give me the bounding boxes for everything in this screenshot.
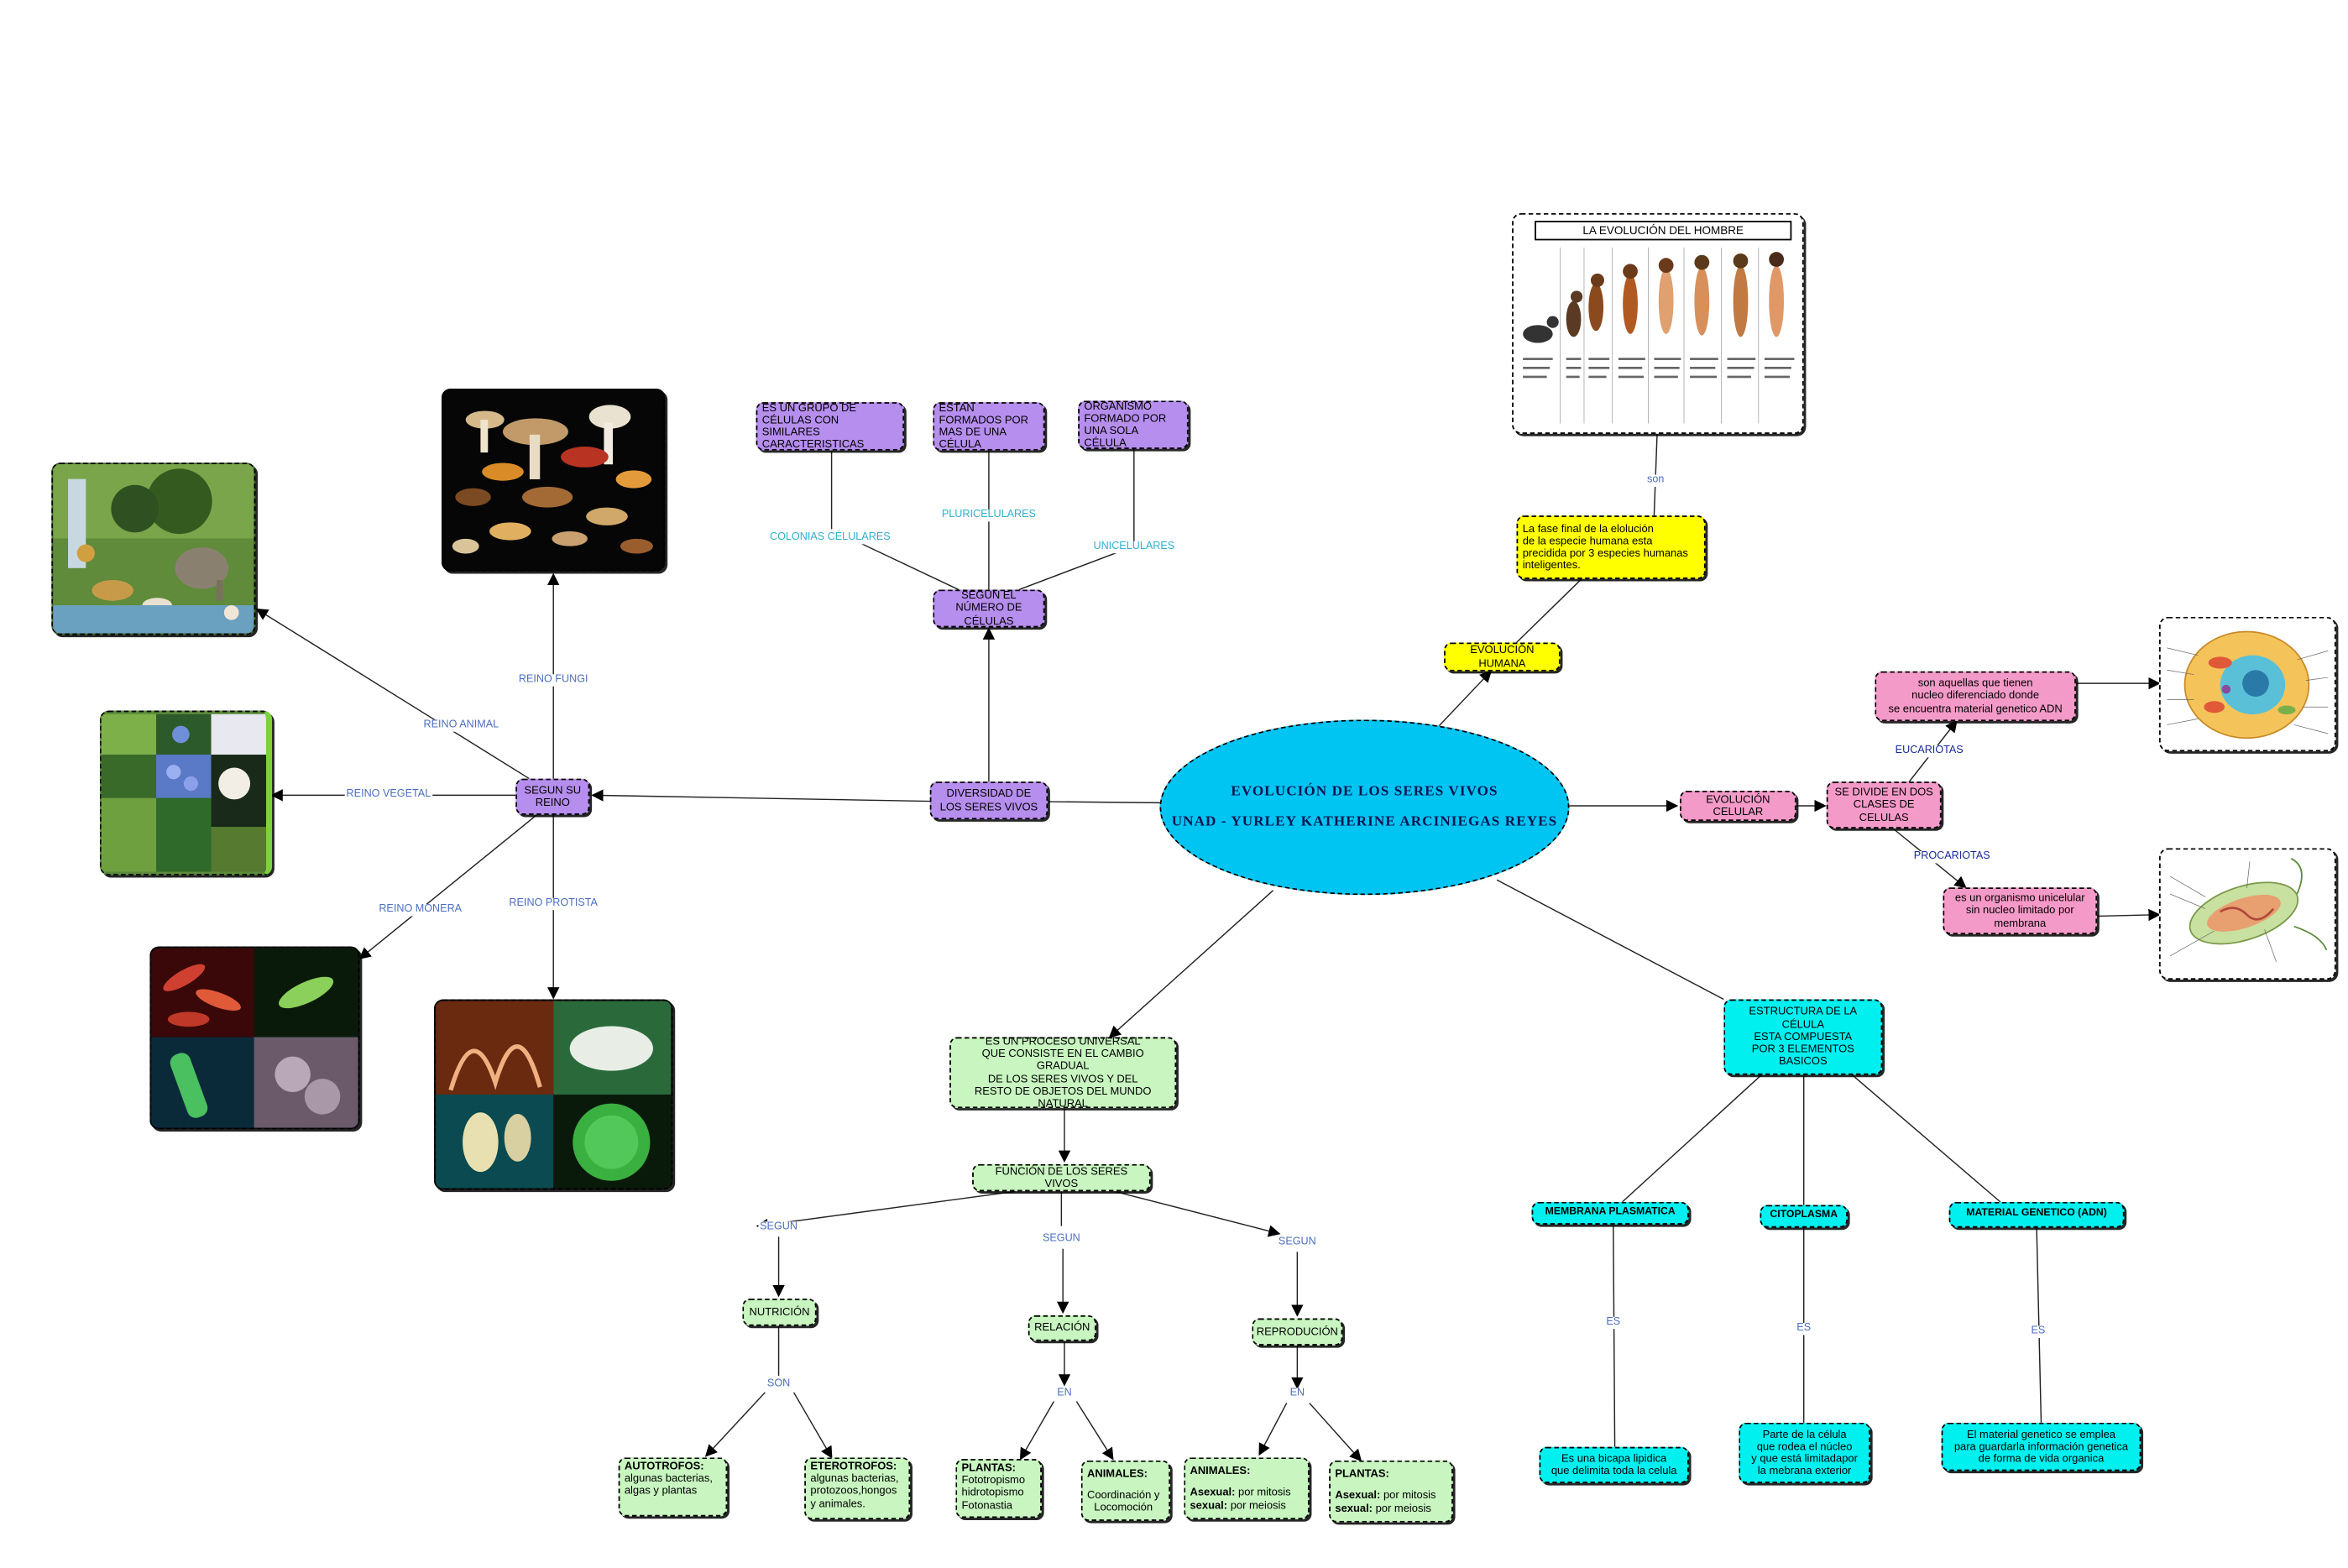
label-unicelulares: UNICELULARES [1091, 541, 1176, 554]
citoplasma-def-node[interactable]: Parte de la célula que rodea el núcleo y… [1739, 1422, 1870, 1483]
heterotrofos-desc: algunas bacterias, protozoos,hongos y an… [810, 1471, 899, 1510]
animales-reproduccion-title: ANIMALES: [1190, 1463, 1251, 1478]
animales-reproduccion-node[interactable]: ANIMALES: Asexual: por mitosis sexual: p… [1184, 1457, 1310, 1520]
label-en-relacion: EN [1055, 1388, 1074, 1400]
central-author: UNAD - YURLEY KATHERINE ARCINIEGAS REYES [1171, 814, 1558, 830]
label-es-citoplasma: ES [1795, 1322, 1812, 1335]
label-es-membrana: ES [1604, 1316, 1622, 1330]
relacion-node[interactable]: RELACIÓN [1028, 1315, 1096, 1341]
sexual-key: sexual: [1190, 1497, 1228, 1512]
label-segun-reproduccion: SEGUN [1277, 1236, 1318, 1249]
material-def-node[interactable]: El material genetico se emplea para guar… [1941, 1422, 2141, 1471]
evolucion-celular-node[interactable]: EVOLUCIÓN CELULAR [1680, 790, 1796, 821]
heterotrofos-title: ETEROTROFOS: [810, 1459, 897, 1473]
membrana-plasmatica-node[interactable]: MEMBRANA PLASMATICA [1531, 1201, 1689, 1225]
label-pluricelulares: PLURICELULARES [940, 509, 1038, 522]
estructura-celula-node[interactable]: ESTRUCTURA DE LA CÉLULA ESTA COMPUESTA P… [1723, 999, 1883, 1075]
label-reino-protista: REINO PROTISTA [507, 897, 599, 911]
label-segun-nutricion: SEGUN [758, 1221, 799, 1234]
plantas-reproduccion-node[interactable]: PLANTAS: Asexual: por mitosis sexual: po… [1329, 1460, 1453, 1523]
prokaryote-cell-image [2158, 848, 2336, 980]
membrana-def-node[interactable]: Es una bicapa lipidica que delimita toda… [1539, 1446, 1689, 1483]
animales-relacion-desc: Coordinación y Locomoción [1086, 1487, 1160, 1514]
human-evolution-title: LA EVOLUCIÓN DEL HOMBRE [1535, 220, 1792, 241]
citoplasma-node[interactable]: CITOPLASMA [1760, 1205, 1848, 1228]
segun-numero-node[interactable]: SEGUN EL NÚMERO DE CÉLULAS [933, 589, 1045, 628]
label-segun-relacion: SEGUN [1041, 1233, 1082, 1247]
fungi-image [441, 388, 666, 572]
nutricion-node[interactable]: NUTRICIÓN [742, 1299, 817, 1326]
animales-relacion-title: ANIMALES: [1086, 1466, 1148, 1480]
label-reino-animal: REINO ANIMAL [421, 719, 500, 732]
label-en-reproduccion: EN [1288, 1388, 1306, 1400]
material-genetico-node[interactable]: MATERIAL GENETICO (ADN) [1948, 1201, 2125, 1228]
central-title: EVOLUCIÓN DE LOS SERES VIVOS [1231, 783, 1498, 799]
protista-kingdom-image [433, 999, 673, 1190]
label-colonias: COLONIAS CÉLULARES [768, 531, 892, 545]
label-son-humana: son [1645, 474, 1666, 487]
plantas-reproduccion-title: PLANTAS: [1335, 1466, 1389, 1481]
monera-kingdom-image [149, 946, 360, 1130]
asexual-value: por mitosis [1380, 1487, 1436, 1503]
label-es-material: ES [2029, 1325, 2047, 1338]
plantas-relacion-node[interactable]: PLANTAS: Fototropismo hidrotopismo Foton… [955, 1459, 1042, 1518]
fase-final-node[interactable]: La fase final de la elolución de la espe… [1516, 515, 1706, 579]
autotrofos-node[interactable]: AUTOTROFOS: algunas bacterias, algas y p… [618, 1457, 728, 1517]
label-son-nutricion: SON [766, 1378, 792, 1392]
label-reino-vegetal: REINO VEGETAL [344, 789, 433, 802]
autotrofos-desc: algunas bacterias, algas y plantas [624, 1471, 713, 1497]
asexual-key: Asexual: [1335, 1487, 1381, 1503]
label-eucariotas: EUCARIOTAS [1893, 745, 1965, 758]
sexual-value: por meiosis [1373, 1500, 1431, 1514]
proceso-universal-node[interactable]: ES UN PROCESO UNIVERSAL QUE CONSISTE EN … [949, 1034, 1177, 1109]
animal-kingdom-image [51, 463, 256, 635]
procariotas-def-node[interactable]: es un organismo unicelular sin nucleo li… [1943, 887, 2098, 935]
eukaryote-cell-image [2158, 616, 2336, 752]
divide-clases-node[interactable]: SE DIVIDE EN DOS CLASES DE CELULAS [1826, 781, 1942, 829]
plantas-reproduccion-asexual: Asexual: por mitosis [1335, 1487, 1436, 1503]
plantas-relacion-title: PLANTAS: [961, 1460, 1017, 1475]
uni-def-node[interactable]: ORGANISMO FORMADO POR UNA SOLA CÉLULA [1078, 399, 1189, 449]
plant-kingdom-image [99, 710, 273, 875]
asexual-key: Asexual: [1190, 1485, 1236, 1499]
label-procariotas: PROCARIOTAS [1911, 851, 1992, 864]
segun-reino-node[interactable]: SEGUN SU REINO [515, 778, 590, 815]
heterotrofos-node[interactable]: ETEROTROFOS: algunas bacterias, protozoo… [804, 1457, 911, 1520]
plantas-relacion-desc: Fototropismo hidrotopismo Fotonastia [961, 1472, 1026, 1512]
eucariotas-def-node[interactable]: son aquellas que tienen nucleo diferenci… [1875, 671, 2076, 722]
animales-relacion-node[interactable]: ANIMALES: Coordinación y Locomoción [1080, 1460, 1171, 1521]
sexual-key: sexual: [1335, 1500, 1373, 1514]
central-topic[interactable]: EVOLUCIÓN DE LOS SERES VIVOS UNAD - YURL… [1159, 719, 1570, 896]
reproduccion-node[interactable]: REPRODUCIÓN [1252, 1318, 1343, 1346]
human-evolution-image: LA EVOLUCIÓN DEL HOMBRE [1512, 212, 1804, 434]
animales-reproduccion-sexual: sexual: por meiosis [1190, 1497, 1286, 1512]
diversidad-node[interactable]: DIVERSIDAD DE LOS SERES VIVOS [929, 781, 1048, 820]
funcion-seres-vivos-node[interactable]: FUNCIÓN DE LOS SERES VIVOS [972, 1163, 1151, 1192]
asexual-value: por mitosis [1235, 1485, 1291, 1499]
plantas-reproduccion-sexual: sexual: por meiosis [1335, 1500, 1431, 1515]
evolucion-humana-node[interactable]: EVOLUCIÓN HUMANA [1444, 642, 1561, 672]
animales-reproduccion-asexual: Asexual: por mitosis [1190, 1485, 1291, 1499]
label-reino-monera: REINO MONERA [377, 904, 463, 917]
autotrofos-title: AUTOTROFOS: [624, 1459, 704, 1473]
pluri-def-node[interactable]: ESTAN FORMADOS POR MAS DE UNA CÉLULA [933, 400, 1045, 451]
label-reino-fungi: REINO FUNGI [517, 674, 590, 687]
colonias-def-node[interactable]: ES UN GRUPO DE CÉLULAS CON SIMILARES CAR… [756, 400, 905, 451]
sexual-value: por meiosis [1227, 1497, 1286, 1512]
